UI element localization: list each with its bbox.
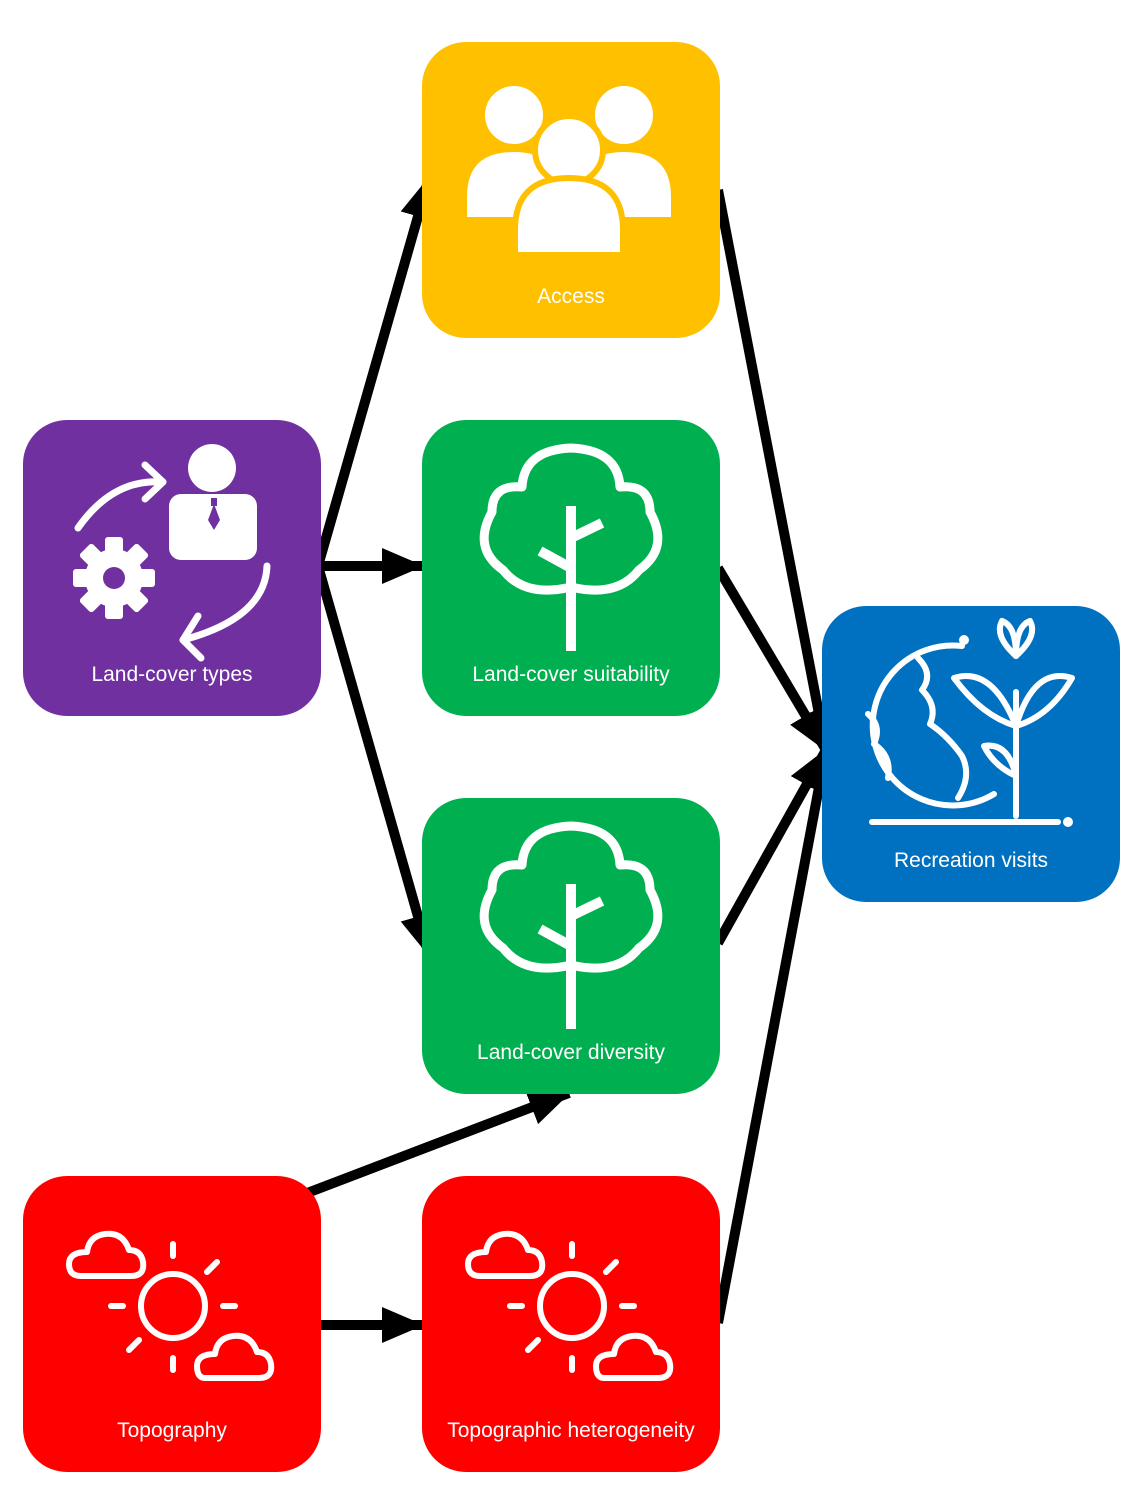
gear-person-cycle-icon xyxy=(73,444,271,662)
node-landcover-diversity: Land-cover diversity xyxy=(422,798,720,1094)
people-group-icon xyxy=(461,80,677,258)
edge-landcover-types-to-access xyxy=(313,176,436,568)
node-label: Recreation visits xyxy=(893,849,1049,872)
node-label: Land-cover types xyxy=(91,663,253,686)
tree-icon xyxy=(479,821,663,1029)
sun-clouds-icon xyxy=(66,1230,275,1381)
node-label: Access xyxy=(537,285,605,308)
node-label: Land-cover diversity xyxy=(477,1041,665,1064)
node-label: Land-cover suitability xyxy=(472,663,670,686)
edge-landcover-types-to-landcover-diversity xyxy=(313,564,436,957)
node-topography: Topography xyxy=(23,1176,321,1472)
edge-access-to-recreation-visits xyxy=(713,189,837,752)
sun-clouds-icon xyxy=(465,1230,674,1381)
edge-topography-to-landcover-diversity xyxy=(300,1088,571,1200)
earth-plant-icon xyxy=(865,618,1075,827)
node-label: Topography xyxy=(117,1419,227,1442)
node-landcover-suitability: Land-cover suitability xyxy=(422,420,720,716)
node-topographic-heterogeneity: Topographic heterogeneity xyxy=(422,1176,720,1472)
node-recreation-visits: Recreation visits xyxy=(822,606,1120,902)
edge-topographic-heterogeneity-to-recreation-visits xyxy=(713,748,837,1324)
node-access: Access xyxy=(422,42,720,338)
node-landcover-types: Land-cover types xyxy=(23,420,321,716)
edge-landcover-suitability-to-recreation-visits xyxy=(713,565,831,753)
node-label: Topographic heterogeneity xyxy=(447,1419,695,1442)
tree-icon xyxy=(479,443,663,651)
